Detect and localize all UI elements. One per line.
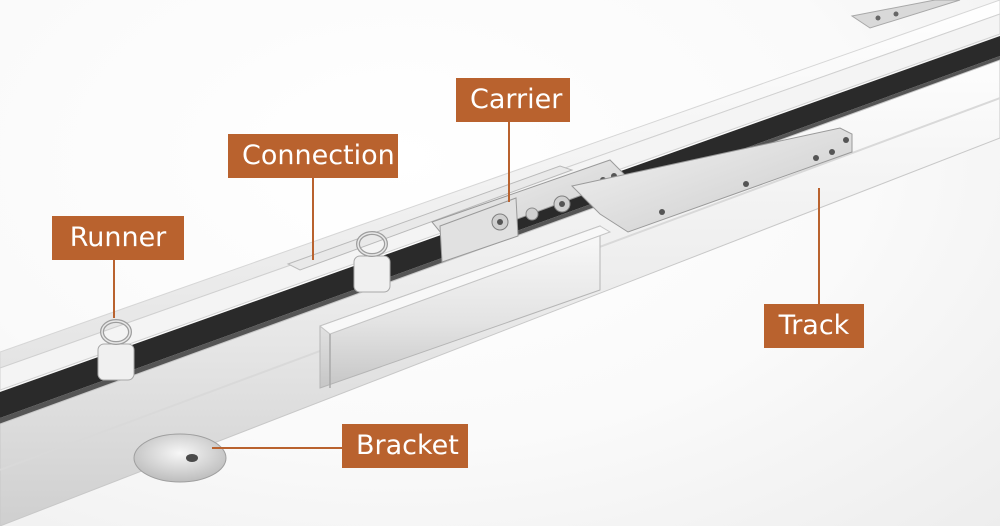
bracket-label: Bracket xyxy=(342,424,468,468)
bracket-disc xyxy=(133,433,227,483)
track-label: Track xyxy=(764,304,864,348)
track-top-edge xyxy=(0,0,1000,369)
connection-sleeve xyxy=(318,225,612,389)
connection-label: Connection xyxy=(228,134,398,178)
track-leader-line xyxy=(818,188,820,304)
bracket-leader-line xyxy=(212,447,342,449)
carrier-arm xyxy=(570,127,853,233)
connection-leader-line xyxy=(312,178,314,260)
carrier-label: Carrier xyxy=(456,78,570,122)
runner-hook-1 xyxy=(97,319,135,381)
runner-leader-line xyxy=(113,260,115,318)
carrier-leader-line xyxy=(508,122,510,202)
runner-hook-2 xyxy=(353,231,391,293)
runner-label: Runner xyxy=(52,216,184,260)
distant-bracket xyxy=(850,0,961,29)
